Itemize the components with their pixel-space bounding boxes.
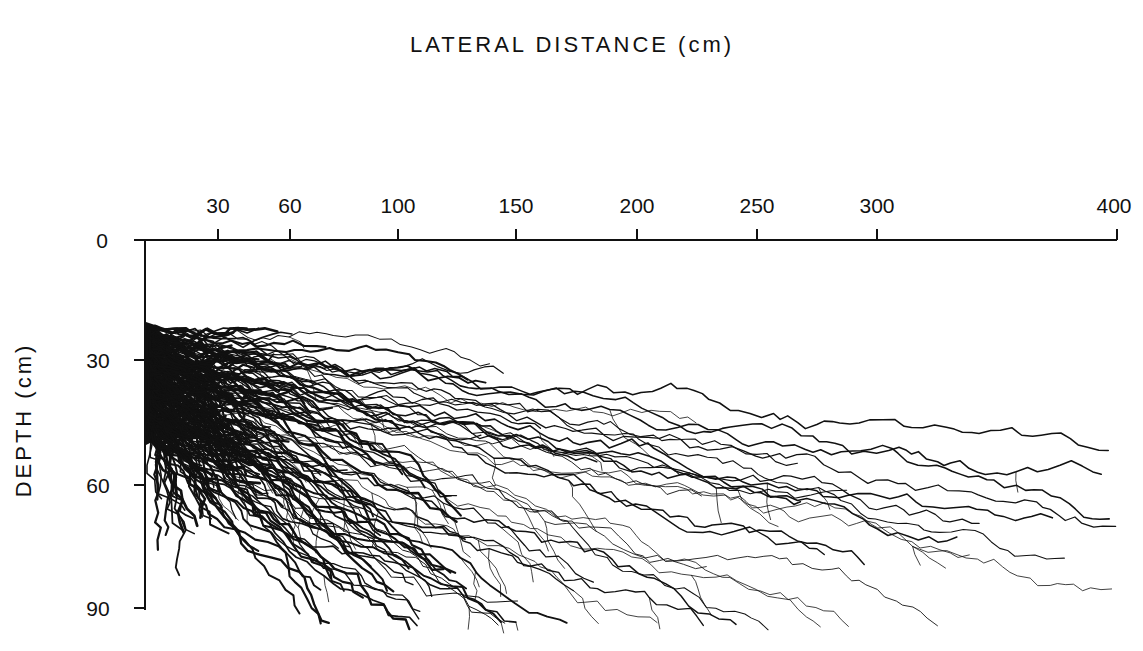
root-line [158, 346, 166, 365]
root-line [152, 340, 1116, 528]
root-line [819, 487, 830, 509]
root-line [152, 394, 593, 582]
root-line [344, 520, 356, 549]
tick-mark [876, 229, 878, 240]
tick-mark [134, 239, 145, 241]
root-line [289, 337, 304, 348]
tick-label: 250 [739, 195, 774, 216]
root-line [152, 337, 847, 499]
root-line [460, 558, 479, 587]
root-line [716, 488, 721, 523]
tick-label: 0 [96, 230, 108, 251]
root-line [152, 329, 1109, 519]
root-line [152, 373, 1112, 591]
root-line [152, 409, 703, 626]
root-line [731, 487, 778, 527]
root-line [913, 546, 921, 565]
root-line [292, 508, 295, 544]
root-line [152, 418, 501, 622]
tick-label: 30 [206, 195, 229, 216]
axis-title: LATERAL DISTANCE (cm) [410, 34, 734, 56]
root-line [443, 503, 470, 557]
root-line [649, 598, 660, 629]
tick-label: 150 [498, 195, 533, 216]
root-line [152, 402, 657, 623]
root-line [152, 367, 768, 630]
axis-title: DEPTH (cm) [13, 343, 35, 498]
tick-mark [134, 359, 145, 361]
tick-mark [134, 607, 145, 609]
root-line [432, 490, 448, 523]
root-line [210, 474, 238, 521]
root-line [152, 365, 957, 542]
tick-mark [397, 229, 399, 240]
root-line [264, 467, 272, 494]
tick-mark [515, 229, 517, 240]
tick-label: 300 [859, 195, 894, 216]
root-line [316, 507, 321, 553]
tick-label: 60 [86, 475, 109, 496]
root-line [152, 338, 1064, 559]
tick-label: 100 [380, 195, 415, 216]
root-line [488, 549, 500, 597]
root-line [767, 483, 771, 519]
y-axis-line [144, 240, 146, 610]
root-line [545, 522, 565, 569]
root-line [250, 384, 270, 405]
root-line [913, 546, 946, 568]
root-line [342, 479, 345, 531]
root-line [492, 458, 495, 485]
tick-label: 60 [278, 195, 301, 216]
tick-label: 400 [1096, 195, 1131, 216]
tick-mark [289, 229, 291, 240]
root-line [691, 575, 711, 615]
root-system [147, 326, 1116, 633]
root-line [152, 392, 443, 570]
root-line [501, 622, 504, 633]
root-line [152, 352, 540, 428]
tick-mark [134, 484, 145, 486]
root-line [468, 606, 469, 629]
root-line [1016, 472, 1018, 492]
root-line [298, 486, 304, 539]
root-line [470, 563, 477, 601]
root-line [478, 540, 506, 593]
tick-mark [756, 229, 758, 240]
root-line [524, 508, 549, 551]
root-line [573, 591, 598, 624]
root-line [152, 333, 979, 523]
root-line [152, 425, 505, 623]
root-line [152, 391, 466, 588]
root-line [152, 332, 1101, 475]
root-line [152, 420, 417, 625]
tick-label: 30 [86, 350, 109, 371]
tick-mark [217, 229, 219, 240]
tick-mark [1116, 229, 1118, 240]
root-line [501, 528, 533, 582]
root-line [516, 622, 518, 630]
root-line [354, 438, 376, 463]
root-line [324, 576, 329, 602]
root-line [152, 342, 597, 462]
root-line [610, 409, 651, 457]
root-line [152, 342, 797, 465]
tick-mark [636, 229, 638, 240]
tick-label: 200 [619, 195, 654, 216]
tick-label: 90 [86, 598, 109, 619]
